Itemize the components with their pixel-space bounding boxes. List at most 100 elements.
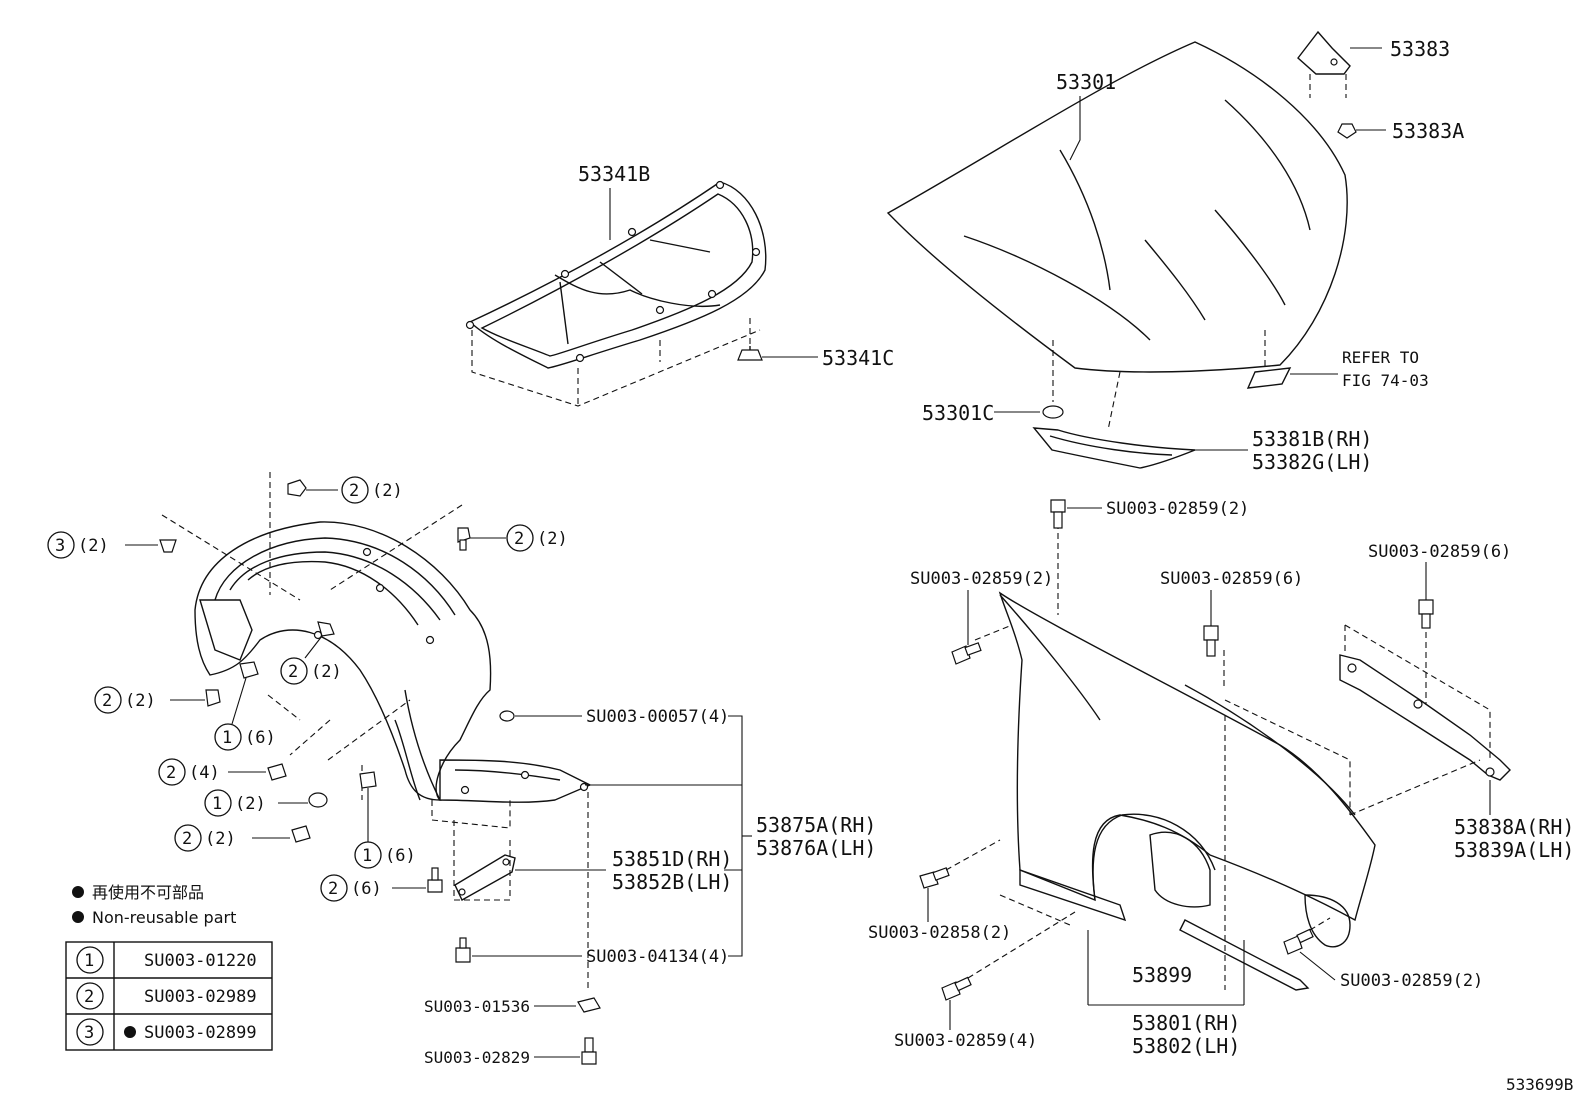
callout-top: 2 (2) bbox=[341, 476, 403, 504]
liner-rh-label: 53875A(RH) bbox=[756, 813, 876, 837]
svg-text:1: 1 bbox=[84, 951, 94, 971]
liner-clip-1c[interactable] bbox=[359, 771, 377, 789]
fender-bolt-left-label: SU003-02859(2) bbox=[910, 569, 1053, 589]
fender-rh-label: 53801(RH) bbox=[1132, 1011, 1240, 1035]
fender-lh-label: 53802(LH) bbox=[1132, 1034, 1240, 1058]
non-reusable-dot bbox=[124, 1026, 136, 1038]
callout-inner: 2 (2) bbox=[280, 657, 342, 685]
callout-left: 2 (2) bbox=[94, 686, 156, 714]
svg-text:1: 1 bbox=[362, 846, 372, 866]
liner-clip-inner[interactable] bbox=[317, 621, 335, 637]
legend-notes: 再使用不可部品 Non-reusable part bbox=[72, 883, 236, 927]
liner-clip-2c[interactable] bbox=[291, 825, 311, 843]
legend-part-2: SU003-02989 bbox=[144, 987, 257, 1007]
legend-en: Non-reusable part bbox=[92, 908, 236, 927]
refer-line2: FIG 74-03 bbox=[1342, 371, 1429, 390]
fender-bolt-top-label: SU003-02859(2) bbox=[1106, 499, 1249, 519]
screw-label: SU003-04134(4) bbox=[586, 947, 729, 967]
hood-seal-rh-label: 53381B(RH) bbox=[1252, 427, 1372, 451]
fender-bolt-mid[interactable] bbox=[1203, 625, 1219, 657]
svg-text:2: 2 bbox=[182, 829, 192, 849]
svg-text:2: 2 bbox=[514, 529, 524, 549]
callout-right: 2 (2) bbox=[506, 524, 568, 552]
svg-text:2: 2 bbox=[328, 879, 338, 899]
hinge-clip[interactable] bbox=[1337, 123, 1357, 139]
hood-seal-lh-label: 53382G(LH) bbox=[1252, 450, 1372, 474]
fender-bolt-top[interactable] bbox=[1050, 499, 1066, 529]
clip-bolt[interactable] bbox=[581, 1037, 597, 1065]
liner-clip-2b[interactable] bbox=[267, 763, 287, 781]
svg-text:2: 2 bbox=[102, 691, 112, 711]
insulator-label: 53341B bbox=[578, 162, 650, 186]
svg-text:(2): (2) bbox=[78, 536, 109, 556]
fender-bolt-left[interactable] bbox=[951, 642, 982, 665]
fender-bolt-mid-label: SU003-02859(6) bbox=[1160, 569, 1303, 589]
svg-text:2: 2 bbox=[166, 763, 176, 783]
liner-screw[interactable] bbox=[455, 937, 471, 963]
legend-table: 1 SU003-01220 2 SU003-02989 3 SU003-0289… bbox=[65, 941, 273, 1051]
liner-clip-1a[interactable] bbox=[239, 661, 259, 679]
liner-clip-left[interactable] bbox=[205, 689, 221, 707]
hood-hinge[interactable] bbox=[1297, 30, 1351, 98]
insulator-clip-label: 53341C bbox=[822, 346, 894, 370]
fender-bracket[interactable] bbox=[1339, 612, 1511, 816]
legend-row-2: 2 SU003-02989 bbox=[76, 982, 257, 1010]
bracket-rh-label: 53838A(RH) bbox=[1454, 815, 1574, 839]
hood-insulator[interactable] bbox=[465, 180, 767, 407]
splash-rh-label: 53851D(RH) bbox=[612, 847, 732, 871]
insulator-clip[interactable] bbox=[737, 318, 763, 361]
hinge-label: 53383 bbox=[1390, 37, 1450, 61]
svg-text:(2): (2) bbox=[235, 794, 266, 814]
callout-3: 3 (2) bbox=[47, 531, 109, 559]
callout-1c: 1 (6) bbox=[354, 841, 416, 869]
hinge-clip-label: 53383A bbox=[1392, 119, 1464, 143]
fender-bolt-rear[interactable] bbox=[1283, 917, 1331, 955]
callout-2c: 2 (2) bbox=[174, 824, 236, 852]
refer-marker bbox=[1246, 330, 1292, 389]
legend-part-3: SU003-02899 bbox=[144, 1023, 257, 1043]
hood-cushion-label: 53301C bbox=[922, 401, 994, 425]
fender-bolt-bottom[interactable] bbox=[941, 911, 1076, 1001]
legend-row-3: 3 SU003-02899 bbox=[76, 1018, 257, 1046]
hood-cushion[interactable] bbox=[1042, 405, 1064, 419]
svg-text:(2): (2) bbox=[537, 529, 568, 549]
fender-bolt-right[interactable] bbox=[1418, 599, 1434, 629]
fender-bolt-lower[interactable] bbox=[919, 839, 1001, 889]
svg-text:1: 1 bbox=[222, 728, 232, 748]
svg-text:(2): (2) bbox=[372, 481, 403, 501]
washer-label: SU003-00057(4) bbox=[586, 707, 729, 727]
liner-clip-right[interactable] bbox=[457, 527, 471, 551]
svg-text:2: 2 bbox=[288, 662, 298, 682]
svg-text:2: 2 bbox=[84, 987, 94, 1007]
svg-text:(2): (2) bbox=[125, 691, 156, 711]
callout-1b: 1 (2) bbox=[204, 789, 266, 817]
svg-text:(2): (2) bbox=[205, 829, 236, 849]
liner-lh-label: 53876A(LH) bbox=[756, 836, 876, 860]
callout-1a: 1 (6) bbox=[214, 723, 276, 751]
fender-seal-label: 53899 bbox=[1132, 963, 1192, 987]
diagram-id: 533699B bbox=[1506, 1075, 1573, 1094]
liner-clip-2d[interactable] bbox=[427, 867, 443, 893]
callout-2b: 2 (4) bbox=[158, 758, 220, 786]
front-fender[interactable] bbox=[974, 513, 1376, 990]
splash-lh-label: 53852B(LH) bbox=[612, 870, 732, 894]
hood-panel[interactable] bbox=[886, 41, 1348, 373]
svg-text:(2): (2) bbox=[311, 662, 342, 682]
legend-row-1: 1 SU003-01220 bbox=[76, 946, 257, 974]
svg-text:(6): (6) bbox=[351, 879, 382, 899]
clip-nut[interactable] bbox=[577, 997, 601, 1013]
hood-seal[interactable] bbox=[1032, 427, 1196, 469]
liner-clip-1b[interactable] bbox=[308, 792, 328, 808]
fender-bolt-bottom-label: SU003-02859(4) bbox=[894, 1031, 1037, 1051]
svg-text:2: 2 bbox=[349, 481, 359, 501]
svg-text:3: 3 bbox=[55, 536, 65, 556]
splash-shield[interactable] bbox=[454, 854, 516, 901]
liner-clip-3[interactable] bbox=[159, 539, 177, 553]
fender-bolt-rear-label: SU003-02859(2) bbox=[1340, 971, 1483, 991]
legend-jp: 再使用不可部品 bbox=[92, 883, 204, 902]
liner-washer[interactable] bbox=[499, 710, 515, 722]
fender-seal[interactable] bbox=[1179, 919, 1310, 991]
clip-bolt-label: SU003-02829 bbox=[424, 1048, 530, 1067]
liner-clip-top[interactable] bbox=[287, 479, 307, 497]
